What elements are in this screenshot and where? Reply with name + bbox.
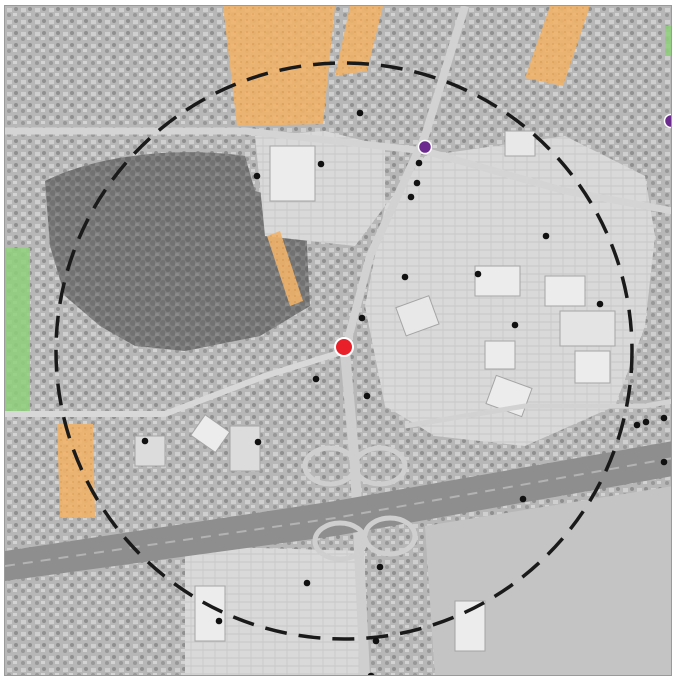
building — [190, 414, 231, 454]
poi-marker[interactable] — [215, 617, 223, 625]
poi-marker[interactable] — [660, 414, 668, 422]
poi-marker[interactable] — [358, 314, 366, 322]
building — [134, 435, 166, 467]
road-north-arterial — [341, 6, 469, 353]
building — [269, 145, 316, 202]
highway-lane-markings — [5, 457, 671, 567]
poi-marker[interactable] — [401, 273, 409, 281]
poi-marker[interactable] — [633, 421, 641, 429]
radius-ring — [54, 61, 634, 641]
poi-marker-purple[interactable] — [417, 139, 433, 155]
poi-marker[interactable] — [519, 495, 527, 503]
poi-marker[interactable] — [254, 438, 262, 446]
interchange-loop — [362, 515, 418, 557]
poi-marker[interactable] — [415, 159, 423, 167]
commercial-lot-south — [185, 546, 365, 675]
center-location-marker[interactable] — [334, 337, 354, 357]
zone-orange-north — [223, 6, 335, 126]
poi-marker[interactable] — [356, 109, 364, 117]
poi-marker[interactable] — [141, 437, 149, 445]
zone-green-northeast — [665, 26, 671, 56]
poi-marker[interactable] — [303, 579, 311, 587]
poi-markers — [141, 109, 668, 676]
building — [395, 295, 440, 337]
poi-marker[interactable] — [413, 179, 421, 187]
map-frame[interactable] — [4, 5, 672, 676]
aerial-map[interactable] — [5, 6, 672, 676]
poi-marker[interactable] — [372, 637, 380, 645]
industrial-area-southeast — [425, 486, 671, 675]
poi-marker[interactable] — [253, 172, 261, 180]
poi-marker[interactable] — [312, 375, 320, 383]
zone-orange-southwest — [57, 424, 95, 518]
interchange-loop — [352, 445, 408, 487]
poi-marker[interactable] — [407, 193, 415, 201]
building — [229, 425, 261, 472]
zone-orange-northeast — [525, 6, 590, 86]
poi-marker[interactable] — [376, 563, 384, 571]
poi-marker[interactable] — [596, 300, 604, 308]
building — [484, 340, 516, 370]
zone-orange-north-2 — [335, 6, 383, 76]
poi-marker[interactable] — [367, 672, 375, 676]
poi-marker[interactable] — [542, 232, 550, 240]
zone-green-west — [5, 248, 30, 413]
building — [574, 350, 611, 384]
zone-orange-center — [267, 231, 303, 306]
building — [559, 310, 616, 347]
poi-marker[interactable] — [511, 321, 519, 329]
highway — [5, 441, 671, 581]
road-east — [404, 398, 671, 429]
building — [474, 265, 521, 297]
poi-marker[interactable] — [474, 270, 482, 278]
poi-marker-purple[interactable] — [663, 113, 673, 129]
poi-marker[interactable] — [660, 458, 668, 466]
tree-cover-area — [45, 152, 310, 351]
building — [194, 585, 226, 642]
building — [544, 275, 586, 307]
poi-marker[interactable] — [642, 418, 650, 426]
poi-marker[interactable] — [317, 160, 325, 168]
building — [504, 130, 536, 157]
poi-marker[interactable] — [363, 392, 371, 400]
road-west — [5, 348, 346, 417]
